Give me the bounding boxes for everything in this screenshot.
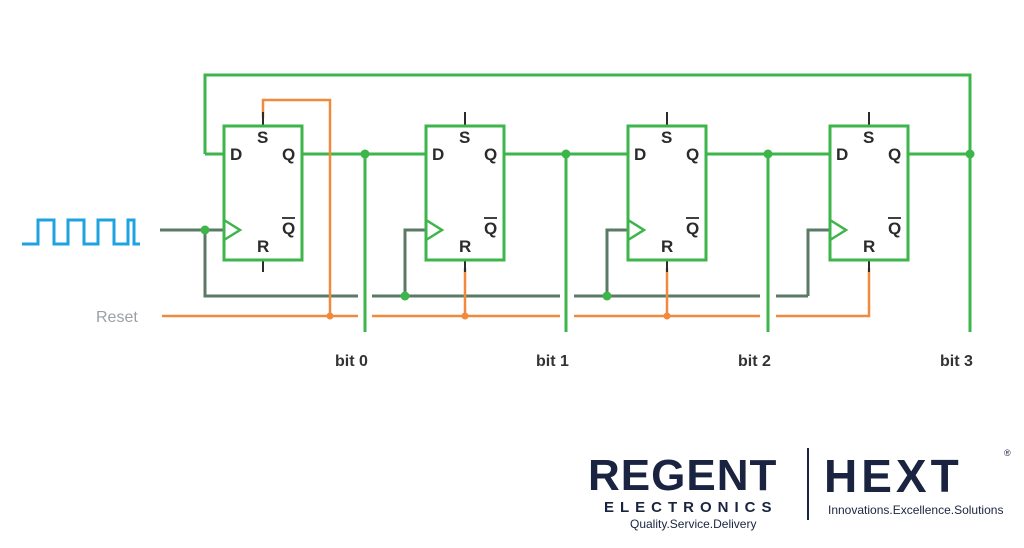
pin-r-label: R xyxy=(863,237,875,256)
pin-qbar-label: Q xyxy=(484,219,497,238)
bit-2-label: bit 2 xyxy=(738,353,771,370)
junction-dots xyxy=(360,149,975,159)
pin-s-label: S xyxy=(661,128,672,147)
hext-logo: HEXT ® Innovations.Excellence.Solutions xyxy=(824,448,1011,517)
reset-label: Reset xyxy=(96,309,138,326)
pin-s-label: S xyxy=(257,128,268,147)
clock-signal-icon xyxy=(22,218,140,246)
pin-q-label: Q xyxy=(484,145,497,164)
bit-1-label: bit 1 xyxy=(536,353,569,370)
pin-s-label: S xyxy=(863,128,874,147)
pin-r-label: R xyxy=(661,237,673,256)
flip-flop-box xyxy=(828,124,910,262)
pin-s-label: S xyxy=(459,128,470,147)
pin-d-label: D xyxy=(634,145,646,164)
pin-d-label: D xyxy=(432,145,444,164)
bit-3-label: bit 3 xyxy=(940,353,973,370)
set-reset-stubs xyxy=(262,112,870,272)
pin-r-label: R xyxy=(257,237,269,256)
pin-q-label: Q xyxy=(282,145,295,164)
hext-tagline: Innovations.Excellence.Solutions xyxy=(828,503,1003,517)
registered-mark: ® xyxy=(1004,448,1011,458)
clock-input-triangle xyxy=(223,218,243,242)
pin-qbar-label: Q xyxy=(686,219,699,238)
regent-wordmark: REGENT xyxy=(588,451,777,500)
electronics-wordmark: ELECTRONICS xyxy=(604,499,778,516)
reset-junctions xyxy=(326,312,671,320)
clock-input-triangle xyxy=(627,218,647,242)
pin-r-label: R xyxy=(459,237,471,256)
flip-flop-box xyxy=(222,124,304,262)
pin-q-label: Q xyxy=(686,145,699,164)
clock-input-triangle xyxy=(425,218,445,242)
pin-qbar-label: Q xyxy=(888,219,901,238)
clock-junctions xyxy=(200,225,612,301)
clock-input-triangle xyxy=(829,218,849,242)
regent-logo: REGENT ELECTRONICS Quality.Service.Deliv… xyxy=(588,451,778,531)
pin-q-label: Q xyxy=(888,145,901,164)
pin-d-label: D xyxy=(230,145,242,164)
hext-wordmark: HEXT xyxy=(824,450,963,502)
pin-qbar-label: Q xyxy=(282,219,295,238)
bit-0-label: bit 0 xyxy=(335,353,368,370)
flip-flop-box xyxy=(626,124,708,262)
pin-d-label: D xyxy=(836,145,848,164)
regent-tagline: Quality.Service.Delivery xyxy=(630,517,756,531)
flip-flop-box xyxy=(424,124,506,262)
